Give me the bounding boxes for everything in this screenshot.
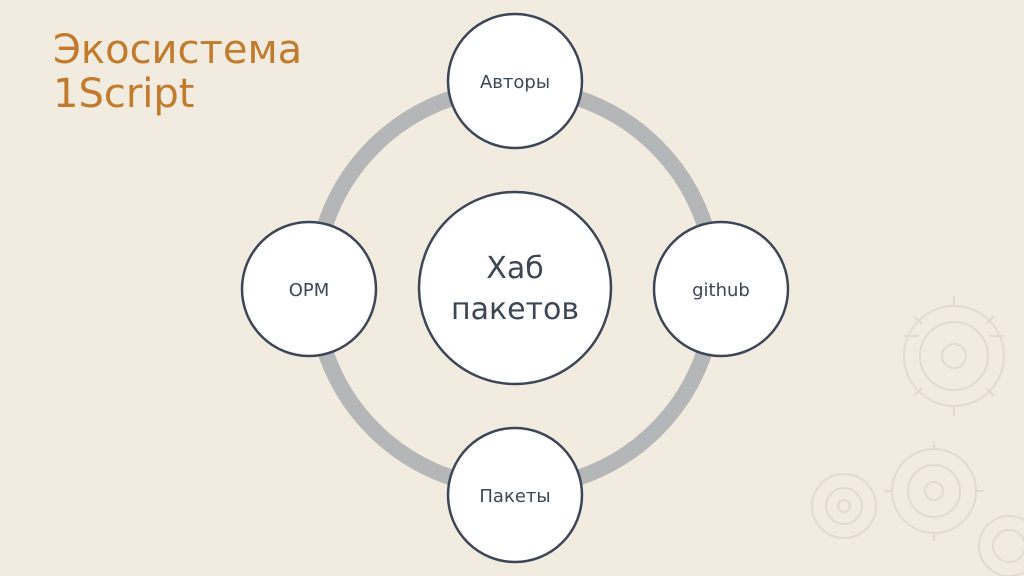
node-right-label: github — [692, 280, 750, 301]
node-right: github — [652, 220, 790, 358]
node-top-label: Авторы — [480, 72, 550, 93]
node-bottom-label: Пакеты — [479, 486, 550, 507]
gears-watermark-icon — [811, 296, 1024, 576]
slide-title: Экосистема 1Script — [53, 28, 302, 116]
center-node-label-line1: Хаб — [486, 251, 543, 286]
slide-title-line1: Экосистема — [53, 27, 303, 73]
node-left-label: OPM — [289, 280, 330, 301]
center-node: Хаб пакетов — [417, 190, 613, 386]
center-node-label-line2: пакетов — [451, 292, 579, 327]
node-top: Авторы — [446, 12, 584, 150]
node-left: OPM — [240, 220, 378, 358]
node-bottom: Пакеты — [446, 426, 584, 564]
slide-title-line2: 1Script — [53, 71, 195, 117]
